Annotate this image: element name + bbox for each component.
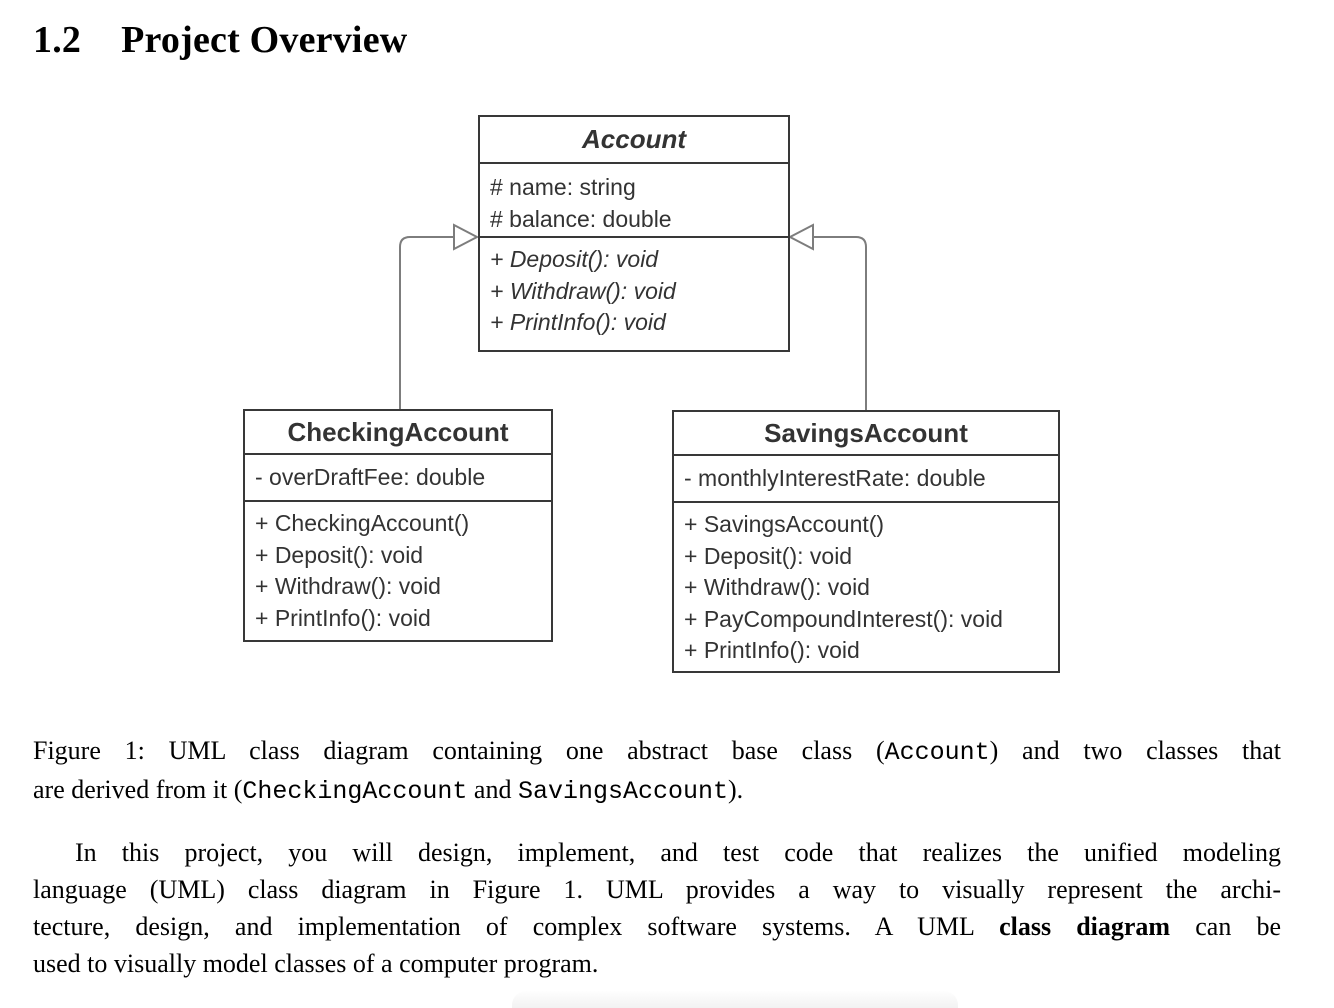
uml-member: + SavingsAccount(): [684, 511, 885, 537]
uml-member: + Withdraw(): void: [255, 573, 441, 599]
uml-member: + PayCompoundInterest(): void: [684, 605, 1003, 632]
uml-member: + Deposit(): void: [490, 246, 659, 272]
uml-methods-section: + CheckingAccount() + Deposit(): void + Wi…: [245, 500, 551, 640]
uml-methods-section: + SavingsAccount() + Deposit(): void + Wit…: [674, 501, 1058, 671]
uml-member: + PrintInfo(): void: [684, 637, 860, 663]
uml-class-name: SavingsAccount: [764, 417, 968, 448]
uml-member: - overDraftFee: double: [255, 464, 486, 490]
inheritance-triangle-icon: [787, 223, 814, 251]
uml-class-savingsaccount: SavingsAccount - monthlyInterestRate: do…: [672, 410, 1060, 673]
text-line: used to visually model classes of a comp…: [33, 949, 599, 978]
text-line: In this project, you will design, implem…: [75, 838, 1281, 867]
uml-class-checkingaccount: CheckingAccount - overDraftFee: double +…: [243, 409, 553, 642]
uml-member: + PrintInfo(): void: [490, 309, 666, 335]
uml-attributes-section: - monthlyInterestRate: double: [674, 454, 1058, 501]
uml-attributes-section: - overDraftFee: double: [245, 453, 551, 500]
uml-member: + Withdraw(): void: [684, 574, 870, 600]
uml-class-account: Account # name: string# balance: double …: [478, 115, 790, 352]
section-heading: 1.2 Project Overview: [33, 18, 407, 62]
section-number: 1.2: [33, 19, 82, 61]
uml-member: + Withdraw(): void: [490, 277, 676, 304]
uml-methods-section: + Deposit(): void + Withdraw(): void + Pri…: [480, 236, 788, 350]
uml-member: # name: string: [490, 174, 636, 200]
uml-member: + PrintInfo(): void: [255, 604, 431, 631]
connector-line-savings-to-account: [813, 236, 867, 410]
uml-member: # balance: double: [490, 205, 672, 232]
text-line: Figure 1: UML class diagram containing o…: [33, 736, 1281, 767]
bottom-edge-artifact: [512, 991, 958, 1008]
uml-member: - monthlyInterestRate: double: [684, 465, 986, 491]
inheritance-triangle-icon: [453, 223, 480, 251]
text-line: tecture, design, and implementation of c…: [33, 912, 1282, 941]
figure-caption: Figure 1: UML class diagram containing o…: [33, 732, 1281, 810]
uml-attributes-section: # name: string # balance: double: [480, 162, 788, 236]
connector-line-checking-to-account: [399, 236, 454, 409]
uml-member: + CheckingAccount(): [255, 510, 470, 536]
uml-member: + Deposit(): void: [684, 542, 853, 569]
uml-class-name: CheckingAccount: [287, 416, 509, 447]
text-line: are derived from it (CheckingAccount and…: [33, 775, 744, 806]
uml-class-name: Account: [582, 124, 686, 154]
section-title: Project Overview: [121, 19, 408, 61]
uml-member: + Deposit(): void: [255, 541, 424, 568]
text-line: language (UML) class diagram in Figure 1…: [33, 875, 1281, 904]
body-paragraph: In this project, you will design, implem…: [33, 834, 1281, 982]
